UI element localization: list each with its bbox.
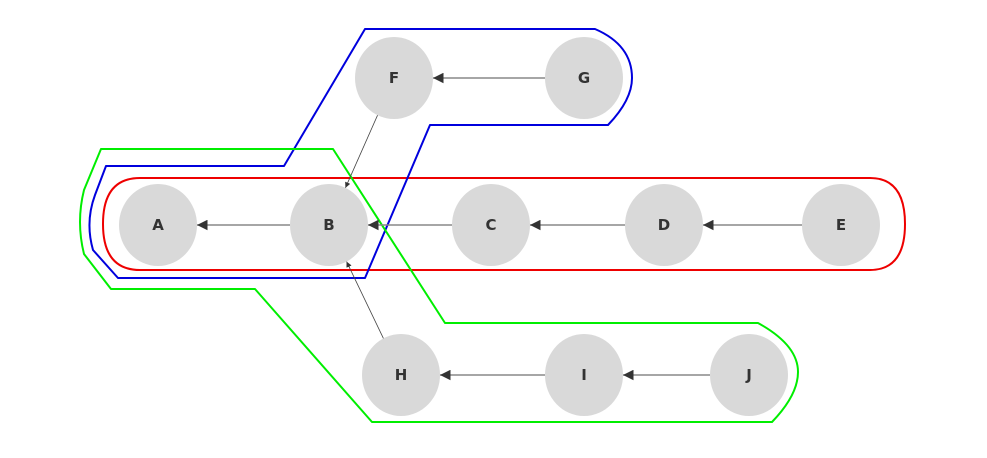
node-shape (802, 184, 880, 266)
node-shape (362, 334, 440, 416)
node-f[interactable]: F (355, 37, 433, 119)
node-label: C (485, 216, 496, 234)
node-g[interactable]: G (545, 37, 623, 119)
green-group-outline (79, 148, 799, 423)
node-c[interactable]: C (452, 184, 530, 266)
node-label: E (836, 216, 846, 234)
node-shape (452, 184, 530, 266)
blue-group-outline (88, 28, 633, 279)
node-shape (545, 334, 623, 416)
node-shape (625, 184, 703, 266)
node-i[interactable]: I (545, 334, 623, 416)
node-h[interactable]: H (362, 334, 440, 416)
node-label: I (581, 366, 587, 384)
node-label: G (578, 69, 590, 87)
node-a[interactable]: A (119, 184, 197, 266)
node-label: H (395, 366, 408, 384)
node-d[interactable]: D (625, 184, 703, 266)
red-group-outline (102, 177, 906, 271)
groups-layer (79, 28, 906, 423)
node-label: D (658, 216, 670, 234)
node-shape (290, 184, 368, 266)
node-label: A (152, 216, 164, 234)
node-b[interactable]: B (290, 184, 368, 266)
node-e[interactable]: E (802, 184, 880, 266)
node-shape (710, 334, 788, 416)
node-label: F (389, 69, 399, 87)
node-j[interactable]: J (710, 334, 788, 416)
node-shape (545, 37, 623, 119)
node-label: B (323, 216, 334, 234)
edges-layer (197, 72, 802, 381)
node-label: J (745, 366, 752, 384)
node-shape (355, 37, 433, 119)
edge-h-to-b (346, 261, 384, 339)
edge-f-to-b (345, 115, 378, 188)
node-shape (119, 184, 197, 266)
nodes-layer: A B C D E F G H I J (119, 37, 880, 416)
